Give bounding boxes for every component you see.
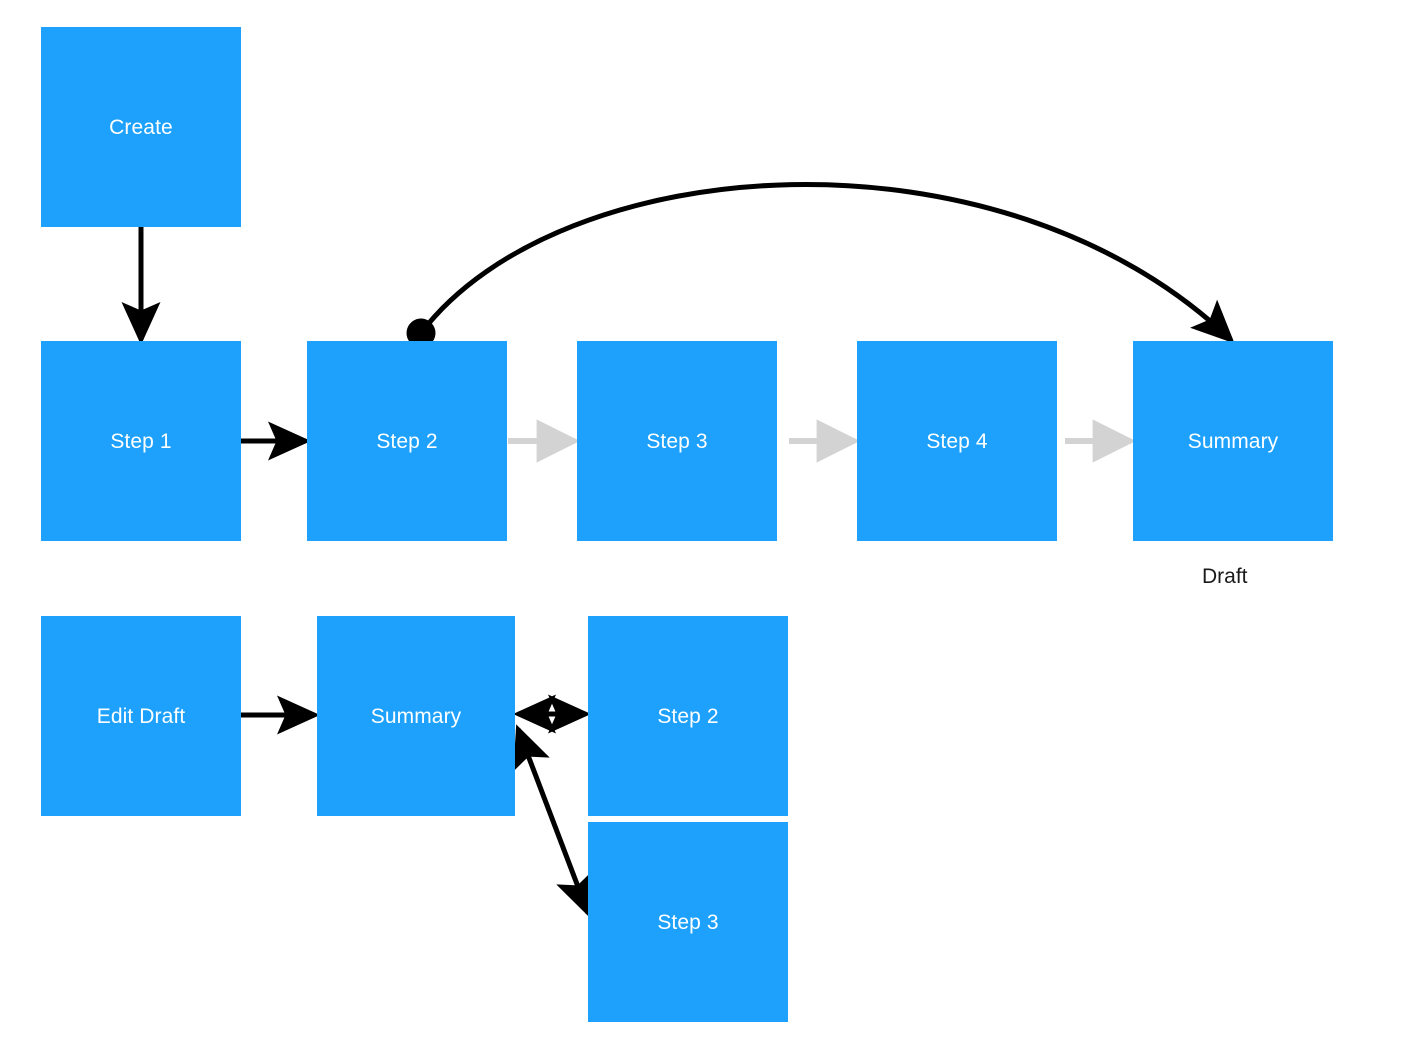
node-step2[interactable]: Step 2 [307, 341, 507, 541]
node-step3[interactable]: Step 3 [577, 341, 777, 541]
node-step2-bottom[interactable]: Step 2 [588, 616, 788, 816]
node-step4[interactable]: Step 4 [857, 341, 1057, 541]
node-label: Edit Draft [96, 704, 186, 728]
edge-summary-step3-bidir[interactable] [513, 724, 593, 918]
node-summary-top[interactable]: Summary [1133, 341, 1333, 541]
node-label: Step 1 [110, 429, 172, 453]
node-step1[interactable]: Step 1 [41, 341, 241, 541]
node-edit-draft[interactable]: Edit Draft [41, 616, 241, 816]
node-label: Step 3 [657, 910, 719, 934]
node-label: Step 2 [657, 704, 719, 728]
node-summary-bottom[interactable]: Summary [317, 616, 515, 816]
node-label: Create [109, 115, 173, 139]
node-label: Step 4 [926, 429, 988, 453]
node-label: Summary [370, 704, 462, 728]
edge-step2-to-summary-curve[interactable] [406, 182, 1235, 348]
node-label: Step 3 [646, 429, 708, 453]
node-create[interactable]: Create [41, 27, 241, 227]
node-step3-bottom[interactable]: Step 3 [588, 822, 788, 1022]
node-label: Summary [1187, 429, 1279, 453]
node-label: Step 2 [376, 429, 438, 453]
draft-caption: Draft [1202, 565, 1248, 588]
